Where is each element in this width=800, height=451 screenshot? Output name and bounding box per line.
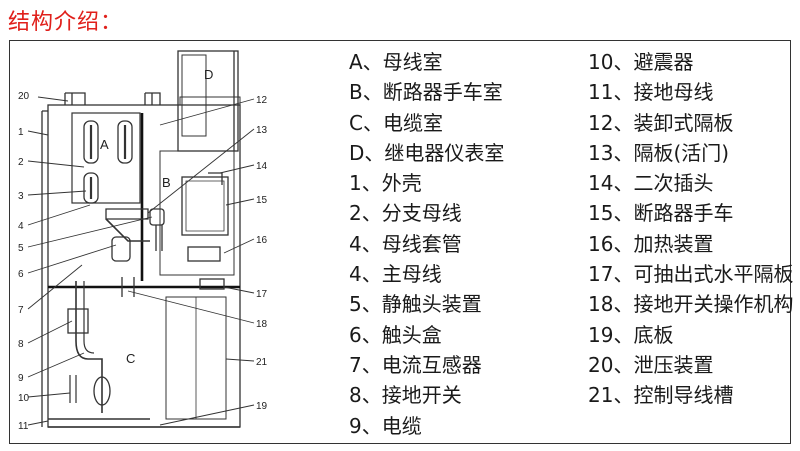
legend-item: 9、电缆 <box>349 413 422 438</box>
callout-4: 4 <box>18 221 24 232</box>
legend-item: 20、泄压装置 <box>588 352 714 377</box>
cabinet-front-panel <box>41 110 48 427</box>
callout-20: 20 <box>18 91 30 102</box>
earthing-switch-shaft <box>121 277 135 297</box>
legend-item: 8、接地开关 <box>349 383 462 408</box>
callout-1: 1 <box>18 127 24 138</box>
cable-secondary <box>83 281 95 354</box>
partition-plate <box>199 278 225 290</box>
legend-item: 10、避震器 <box>588 50 694 74</box>
callout-10: 10 <box>18 393 30 404</box>
callout-3: 3 <box>18 191 24 202</box>
zone-label-c: C <box>126 351 135 366</box>
diagram-frame: A B C D <box>9 40 793 444</box>
legend-item: 21、控制导线槽 <box>588 383 734 408</box>
busbar-bushing-a1 <box>83 120 99 164</box>
page-title: 结构介绍： <box>8 10 124 35</box>
callout-14: 14 <box>256 161 268 172</box>
breaker-truck-inner <box>185 180 225 232</box>
legend-item: 14、二次插头 <box>588 171 714 196</box>
callout-21: 21 <box>256 357 268 368</box>
callout-6: 6 <box>18 269 24 280</box>
legend-item: 17、可抽出式水平隔板 <box>588 262 794 287</box>
callout-17: 17 <box>256 289 268 300</box>
callout-leaders <box>27 96 255 426</box>
callout-11: 11 <box>18 421 29 432</box>
cable-termination <box>93 376 111 406</box>
legend-column-2: 10、避震器 11、接地母线 12、装卸式隔板 13、隔板(活门) 14、二次插… <box>588 47 793 411</box>
wire-duct-divider <box>166 296 226 419</box>
legend-item: C、电缆室 <box>349 110 443 135</box>
legend-item: 1、外壳 <box>349 171 422 196</box>
callout-19: 19 <box>256 401 268 412</box>
callout-5: 5 <box>18 243 24 254</box>
breaker-compartment-outline <box>159 150 235 276</box>
legend-item: 15、断路器手车 <box>588 201 734 226</box>
callout-16: 16 <box>256 235 268 246</box>
legend-item: 5、静触头装置 <box>349 292 482 317</box>
callout-12: 12 <box>256 95 268 106</box>
legend-item: 16、加热装置 <box>588 231 714 256</box>
callout-18: 18 <box>256 319 268 330</box>
pressure-relief-device <box>64 92 161 105</box>
callout-8: 8 <box>18 339 24 350</box>
stationary-contact <box>155 225 163 251</box>
surge-arrester <box>69 375 77 403</box>
switchgear-cross-section: A B C D <box>18 50 268 432</box>
callout-2: 2 <box>18 157 24 168</box>
shutter-partition <box>105 208 149 220</box>
legend-column-1: A、母线室 B、断路器手车室 C、电缆室 D、继电器仪表室 1、外壳 2、分支母… <box>349 47 504 441</box>
legend-item: A、母线室 <box>349 50 443 74</box>
cable <box>75 281 103 413</box>
legend-item: 2、分支母线 <box>349 201 462 226</box>
legend-item: 7、电流互感器 <box>349 352 482 377</box>
breaker-truck-body <box>181 176 229 236</box>
zone-label-a: A <box>100 137 109 152</box>
busbar-bushing-b1 <box>83 172 99 204</box>
legend-item: 11、接地母线 <box>588 80 714 105</box>
shell-top-rim <box>179 96 241 105</box>
legend-item: 6、触头盒 <box>349 322 442 347</box>
legend-item: 18、接地开关操作机构 <box>588 292 794 317</box>
legend-item: 4、母线套管 <box>349 231 462 256</box>
cabinet-shell <box>47 104 241 428</box>
earthing-switch <box>67 308 89 334</box>
callout-numbers: 20 12 1 13 2 14 3 15 4 16 5 6 17 7 18 8 … <box>18 91 268 432</box>
busbar-compartment-outline <box>71 112 141 204</box>
legend-item: 19、底板 <box>588 322 674 347</box>
legend-item: 4、主母线 <box>349 262 442 287</box>
legend-item: B、断路器手车室 <box>349 80 503 105</box>
callout-13: 13 <box>256 125 268 136</box>
heater-device <box>187 246 221 262</box>
legend-item: D、继电器仪表室 <box>349 140 505 165</box>
busbar-bushing-a2 <box>117 120 133 164</box>
callout-9: 9 <box>18 373 24 384</box>
zone-label-b: B <box>162 175 171 190</box>
zone-label-d: D <box>204 67 213 82</box>
legend-item: 12、装卸式隔板 <box>588 110 734 135</box>
relay-inner-panel <box>181 54 207 137</box>
secondary-plug <box>208 172 223 185</box>
stationary-contact-box <box>149 208 165 226</box>
main-busbar <box>89 125 127 199</box>
legend-item: 13、隔板(活门) <box>588 140 730 165</box>
callout-7: 7 <box>18 305 24 316</box>
callout-15: 15 <box>256 195 268 206</box>
current-transformer <box>111 236 131 262</box>
